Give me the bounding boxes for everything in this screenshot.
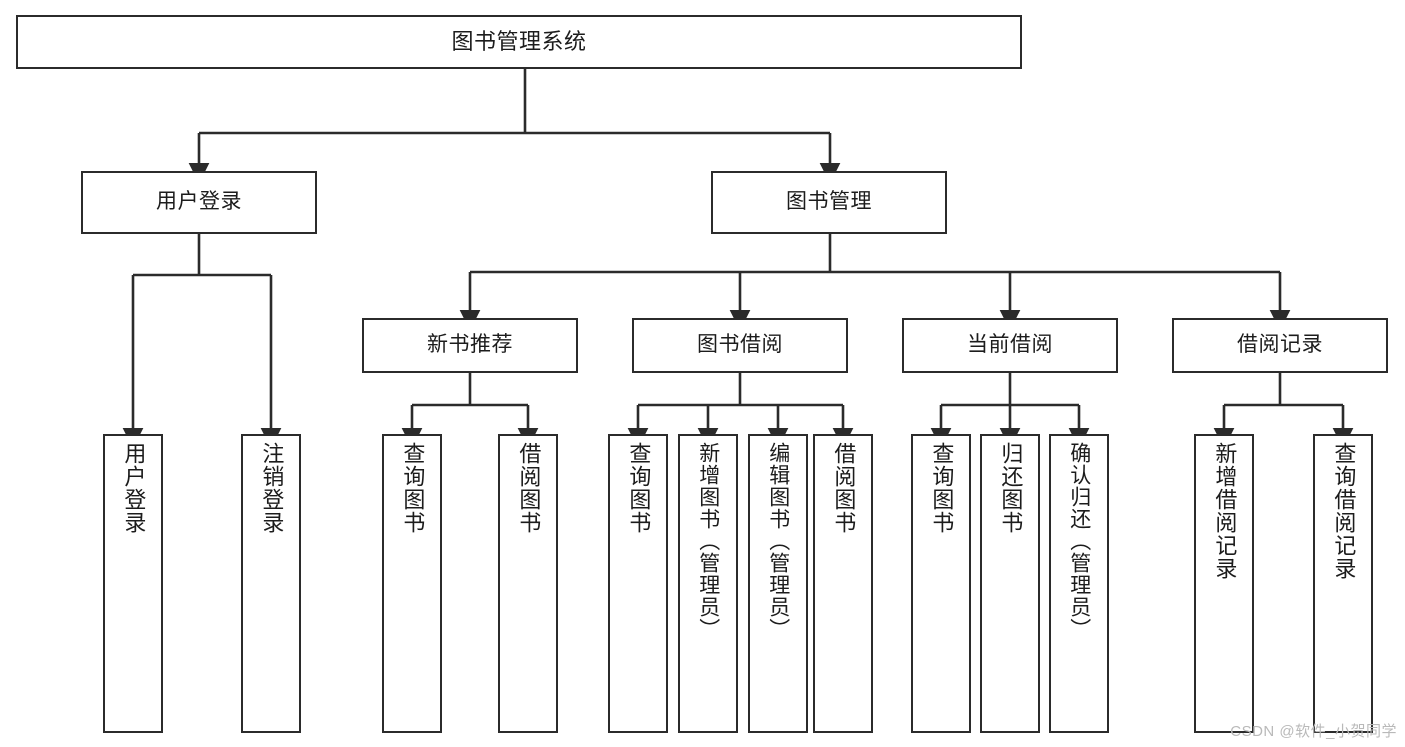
node-book-management[interactable]: 图书管理 — [711, 171, 947, 234]
node-label: 图书借阅 — [697, 333, 783, 357]
leaf-add-borrow-record[interactable]: 新增借阅记录 — [1194, 434, 1254, 733]
node-borrow-record[interactable]: 借阅记录 — [1172, 318, 1388, 373]
node-label: 查询图书 — [400, 442, 426, 534]
node-current-borrow[interactable]: 当前借阅 — [902, 318, 1118, 373]
node-label: 借阅图书 — [516, 442, 542, 534]
node-label: 查询图书 — [626, 442, 652, 534]
node-user-login[interactable]: 用户登录 — [81, 171, 317, 234]
leaf-edit-book-admin[interactable]: 编辑图书（管理员） — [748, 434, 808, 733]
leaf-query-book-new[interactable]: 查询图书 — [382, 434, 442, 733]
node-label: 注销登录 — [259, 442, 285, 534]
node-label: 借阅记录 — [1237, 333, 1323, 357]
leaf-logout[interactable]: 注销登录 — [241, 434, 301, 733]
node-label: 借阅图书 — [831, 442, 857, 534]
watermark-text: CSDN @软件_小贺同学 — [1230, 723, 1397, 740]
node-label: 确认归还（管理员） — [1067, 442, 1091, 640]
leaf-confirm-return-admin[interactable]: 确认归还（管理员） — [1049, 434, 1109, 733]
leaf-borrow-book-new[interactable]: 借阅图书 — [498, 434, 558, 733]
node-label: 新增借阅记录 — [1212, 442, 1238, 580]
leaf-query-book-borrow[interactable]: 查询图书 — [608, 434, 668, 733]
node-label: 编辑图书（管理员） — [766, 442, 790, 640]
node-label: 查询借阅记录 — [1331, 442, 1357, 580]
node-label: 归还图书 — [998, 442, 1024, 534]
node-label: 用户登录 — [156, 190, 242, 214]
node-label: 图书管理 — [786, 190, 872, 214]
leaf-user-login[interactable]: 用户登录 — [103, 434, 163, 733]
leaf-borrow-book[interactable]: 借阅图书 — [813, 434, 873, 733]
leaf-add-book-admin[interactable]: 新增图书（管理员） — [678, 434, 738, 733]
node-book-borrow[interactable]: 图书借阅 — [632, 318, 848, 373]
node-label: 当前借阅 — [967, 333, 1053, 357]
node-label: 新增图书（管理员） — [696, 442, 720, 640]
node-root-library-system[interactable]: 图书管理系统 — [16, 15, 1022, 69]
node-label: 用户登录 — [121, 442, 147, 534]
node-label: 查询图书 — [929, 442, 955, 534]
node-label: 新书推荐 — [427, 333, 513, 357]
leaf-query-book-current[interactable]: 查询图书 — [911, 434, 971, 733]
leaf-return-book[interactable]: 归还图书 — [980, 434, 1040, 733]
leaf-query-borrow-record[interactable]: 查询借阅记录 — [1313, 434, 1373, 733]
node-label: 图书管理系统 — [451, 29, 587, 55]
node-new-book-recommend[interactable]: 新书推荐 — [362, 318, 578, 373]
